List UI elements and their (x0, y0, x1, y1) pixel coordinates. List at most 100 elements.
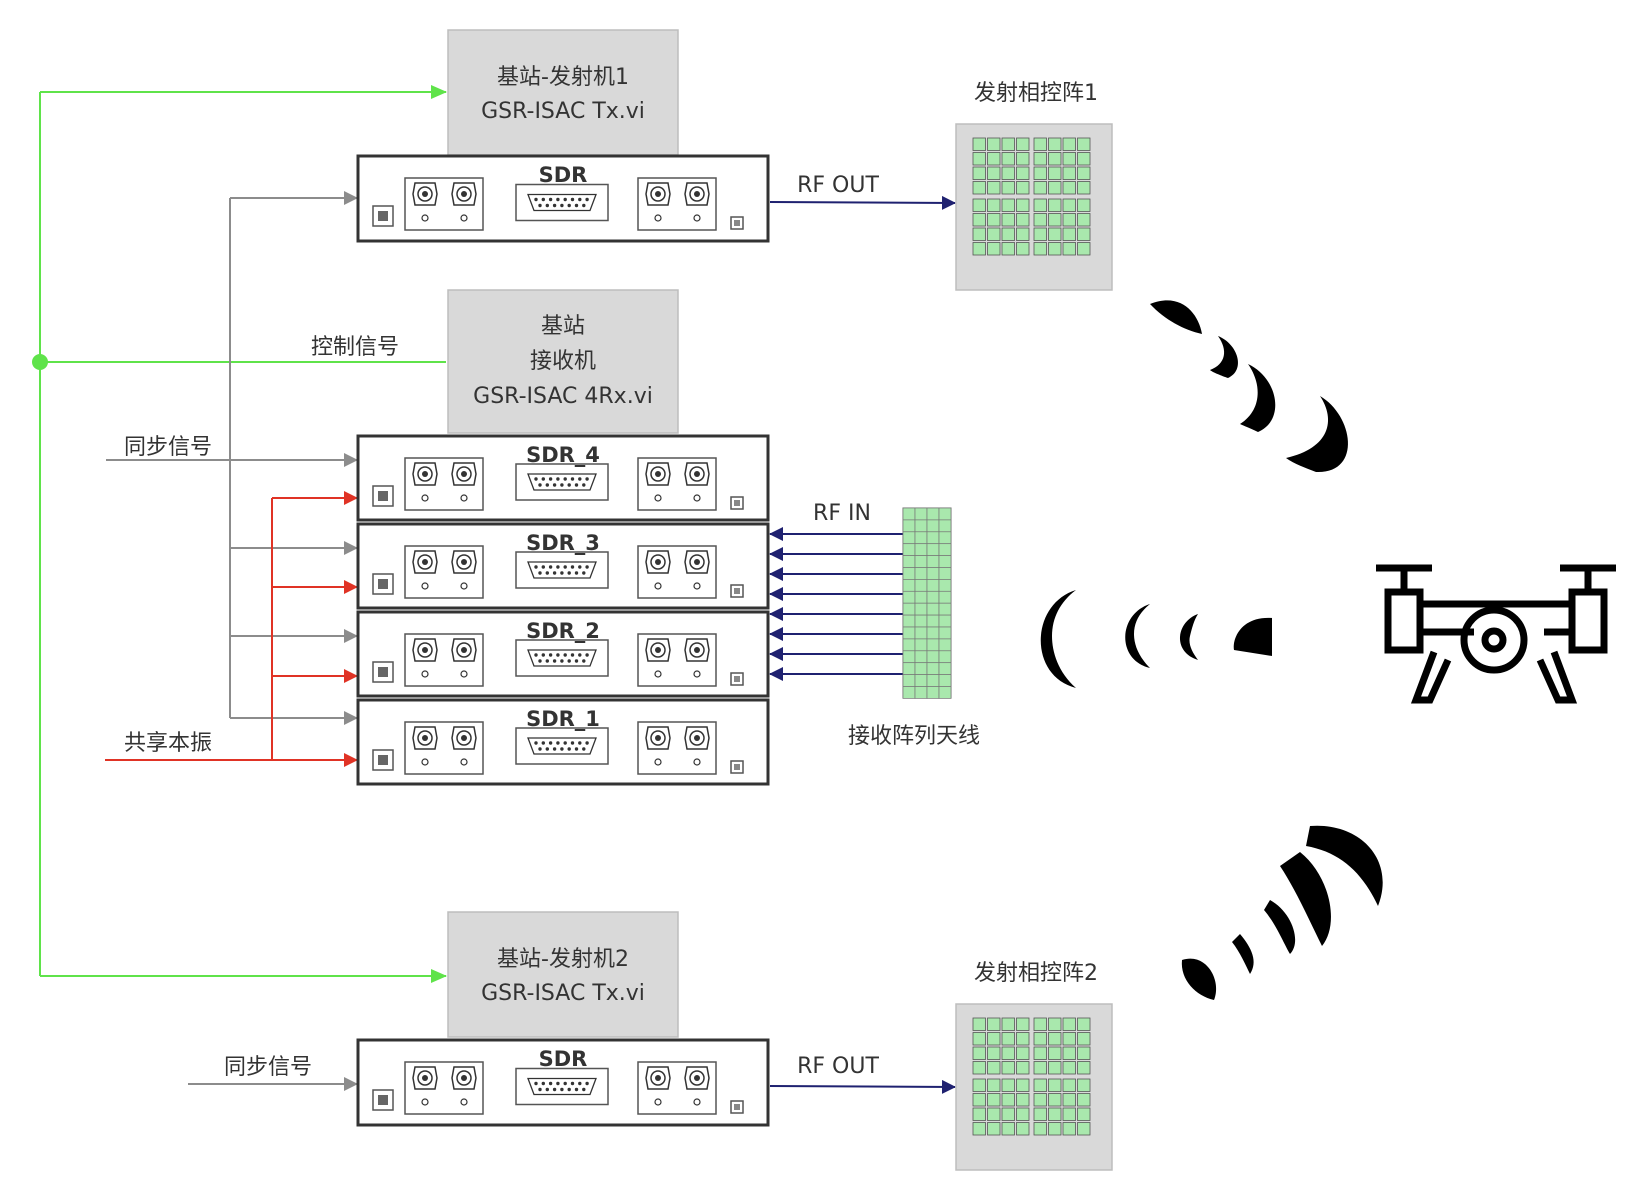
antenna-element (1016, 137, 1030, 151)
antenna-element (972, 152, 986, 166)
antenna-element (1048, 1078, 1062, 1092)
antenna-element (1016, 242, 1030, 256)
antenna-element (1001, 1017, 1015, 1031)
db15-port-icon (515, 551, 609, 589)
antenna-element (1001, 1032, 1015, 1046)
sma-connector-icon (684, 726, 710, 766)
antenna-element (1062, 1017, 1076, 1031)
sma-connector-icon (412, 638, 438, 678)
antenna-element (987, 1046, 1001, 1060)
antenna-element (1016, 1017, 1030, 1031)
tx-phased-array-1 (955, 123, 1113, 291)
antenna-element (1016, 1093, 1030, 1107)
antenna-element (1077, 1093, 1091, 1107)
antenna-element (1077, 166, 1091, 180)
antenna-element (914, 686, 928, 699)
antenna-element (1001, 152, 1015, 166)
antenna-element (987, 213, 1001, 227)
transmitter-1-title: 基站-发射机1 (497, 65, 629, 90)
antenna-element (1016, 166, 1030, 180)
antenna-element (1062, 1032, 1076, 1046)
antenna-element (1048, 242, 1062, 256)
sma-connector-icon (451, 462, 477, 502)
antenna-element (902, 567, 916, 580)
antenna-element (987, 1032, 1001, 1046)
receiver-vi: GSR-ISAC 4Rx.vi (473, 384, 653, 409)
rf-in-label: RF IN (813, 501, 871, 526)
sma-connector-icon (645, 1066, 671, 1106)
antenna-element (987, 242, 1001, 256)
sdr-unit-tx1: SDR (356, 154, 770, 243)
antenna-element (1016, 1122, 1030, 1136)
antenna-element (1077, 1122, 1091, 1136)
antenna-element (926, 543, 940, 556)
antenna-element (987, 1078, 1001, 1092)
antenna-element (1062, 1122, 1076, 1136)
antenna-element (987, 1122, 1001, 1136)
antenna-element (938, 650, 952, 664)
antenna-element (1077, 1107, 1091, 1121)
antenna-element (1033, 1061, 1047, 1075)
antenna-element (914, 626, 928, 640)
antenna-element (1062, 213, 1076, 227)
antenna-element (1062, 198, 1076, 212)
antenna-element (987, 198, 1001, 212)
antenna-element (987, 227, 1001, 241)
antenna-element (926, 662, 940, 675)
antenna-element (1016, 1046, 1030, 1060)
antenna-element (1077, 213, 1091, 227)
sma-connector-icon (684, 1066, 710, 1106)
db15-port-icon (515, 727, 609, 765)
antenna-element (1048, 137, 1062, 151)
antenna-element (1001, 1093, 1015, 1107)
antenna-element (902, 602, 916, 616)
antenna-element (1077, 152, 1091, 166)
antenna-element (1001, 1122, 1015, 1136)
rf-out-1: RF OUT (769, 173, 956, 210)
sma-connector-icon (645, 550, 671, 590)
antenna-element (1033, 227, 1047, 241)
antenna-element (938, 602, 952, 616)
sma-connector-icon (684, 638, 710, 678)
antenna-element (938, 531, 952, 545)
antenna-element (987, 1093, 1001, 1107)
sma-connector-icon (451, 726, 477, 766)
antenna-element (1033, 1032, 1047, 1046)
antenna-element (902, 662, 916, 675)
radio-wave-icon-middle (1040, 590, 1272, 688)
antenna-element (1077, 181, 1091, 195)
antenna-element (914, 543, 928, 556)
antenna-element (1033, 198, 1047, 212)
antenna-element (926, 626, 940, 640)
antenna-element (1001, 181, 1015, 195)
antenna-element (1016, 1032, 1030, 1046)
antenna-element (1048, 1107, 1062, 1121)
antenna-element (987, 181, 1001, 195)
antenna-element (902, 590, 916, 604)
rf-out-2-label: RF OUT (797, 1054, 879, 1079)
sdr-unit-tx2: SDR (356, 1038, 770, 1127)
sdr-unit-rx2: SDR_2 (356, 610, 770, 698)
antenna-element (972, 1032, 986, 1046)
antenna-element (926, 579, 940, 592)
antenna-element (926, 519, 940, 533)
antenna-element (926, 674, 940, 687)
antenna-element (972, 213, 986, 227)
antenna-element (1048, 1061, 1062, 1075)
antenna-element (902, 507, 916, 521)
antenna-element (987, 152, 1001, 166)
antenna-element (902, 531, 916, 545)
antenna-element (938, 626, 952, 640)
shared-lo-lines (105, 491, 358, 767)
antenna-element (972, 1093, 986, 1107)
antenna-element (938, 567, 952, 580)
antenna-element (1016, 227, 1030, 241)
radio-wave-icon-top (1150, 300, 1349, 473)
antenna-element (902, 686, 916, 699)
sma-connector-icon (412, 1066, 438, 1106)
antenna-element (1001, 166, 1015, 180)
antenna-element (1033, 1078, 1047, 1092)
receiver-title-2: 接收机 (530, 349, 596, 374)
antenna-element (938, 590, 952, 604)
antenna-element (926, 531, 940, 545)
